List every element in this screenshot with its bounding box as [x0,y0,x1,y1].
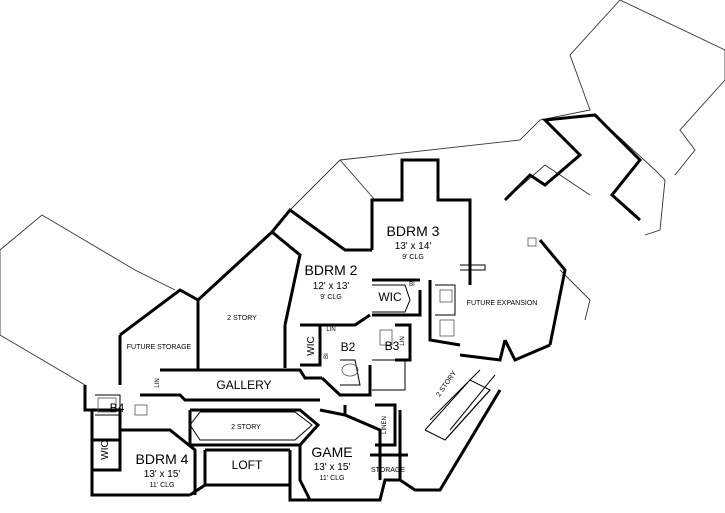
wic-bdrm4-label: WIC [100,440,111,459]
two-story-left-label: 2 STORY [227,315,257,322]
roof-outline [0,0,725,386]
two-story-center-label: 2 STORY [231,424,261,431]
game-name: GAME [311,444,352,460]
lin-b3-label: LIN [400,336,406,345]
bdrm4-name: BDRM 4 [136,451,189,467]
bi-b2-label: BI [324,353,330,359]
two-story-stair-label: 2 STORY [435,370,458,399]
bdrm2-size: 12' x 13' [313,281,350,292]
wic-bdrm3-label: WIC [378,290,402,304]
future-storage-label: FUTURE STORAGE [127,344,192,351]
lin-b4-label: LIN [155,378,161,387]
loft-label: LOFT [232,458,263,472]
bdrm4-size: 13' x 15' [144,469,181,480]
exterior-walls [83,113,643,502]
b4-label: B4 [110,401,125,415]
bdrm2-name: BDRM 2 [305,262,358,278]
bi-bdrm3-label: BI [409,282,415,288]
bdrm3-name: BDRM 3 [387,223,440,239]
game-ceiling: 11' CLG [320,475,345,482]
bdrm2-ceiling: 9' CLG [320,294,342,301]
game-size: 13' x 15' [314,462,351,473]
b2-label: B2 [341,340,356,354]
lin-b2-label: LIN [326,327,335,333]
b3-label: B3 [385,339,400,353]
fixtures [97,237,537,416]
bdrm4-ceiling: 11' CLG [150,482,175,489]
interior-walls [92,264,496,501]
linen-game-label: LINEN [382,416,388,434]
future-expansion-label: FUTURE EXPANSION [467,300,538,307]
gallery-label: GALLERY [216,378,271,392]
bdrm3-ceiling: 9' CLG [402,254,424,261]
bdrm3-size: 13' x 14' [395,241,432,252]
wic-bdrm2-label: WIC [306,336,317,355]
storage-label: STORAGE [371,467,405,474]
